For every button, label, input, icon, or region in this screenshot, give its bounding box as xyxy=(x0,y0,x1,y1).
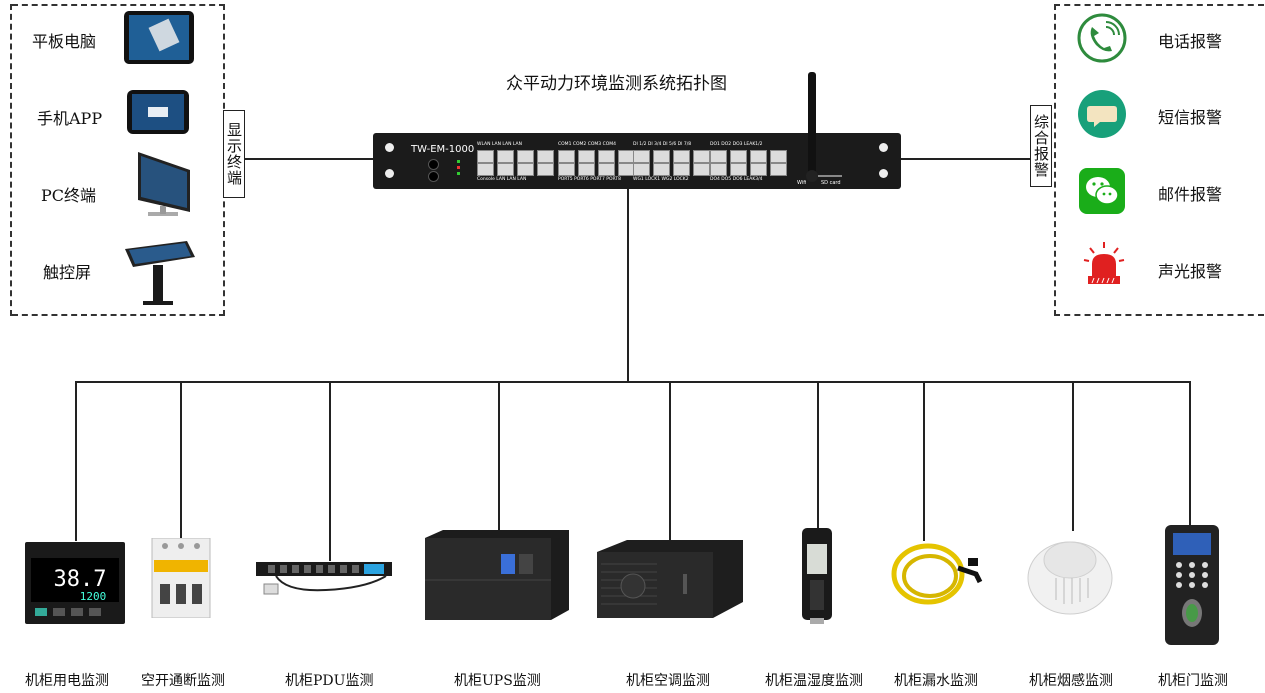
port-row xyxy=(633,163,710,176)
port-group-lan: WLAN LAN LAN LAN Console LAN LAN LAN xyxy=(477,142,554,182)
drop-line xyxy=(75,381,77,541)
alarm-label-email: 邮件报警 xyxy=(1158,185,1223,204)
terminal-label-touchscreen: 触控屏 xyxy=(43,263,92,282)
port-row xyxy=(710,150,787,163)
air-conditioner-icon xyxy=(597,540,743,618)
device-label-ac: 机柜空调监测 xyxy=(626,673,710,689)
display-terminal-label: 显示终端 xyxy=(225,122,243,186)
port-group-do: DO1 DO2 DO3 LEAK1/2 DO4 DO5 DO6 LEAK3/4 xyxy=(710,142,787,182)
drop-line xyxy=(923,381,925,541)
drop-line xyxy=(669,381,671,541)
sd-card-label: SD card xyxy=(821,180,841,186)
status-led xyxy=(457,160,460,163)
status-led xyxy=(457,172,460,175)
mount-hole xyxy=(879,143,888,152)
pdu-strip-icon xyxy=(256,558,392,598)
drop-line xyxy=(817,381,819,528)
terminal-label-tablet: 平板电脑 xyxy=(32,32,97,51)
port-row xyxy=(477,163,554,176)
port-group-bottom-label: WG1 LOCK1 WG2 LOCK2 xyxy=(633,177,689,182)
alarm-label-phone: 电话报警 xyxy=(1158,32,1223,51)
terminal-label-pc: PC终端 xyxy=(41,186,97,205)
mount-hole xyxy=(385,143,394,152)
mount-hole xyxy=(385,169,394,178)
port-group-com: COM1 COM2 COM3 COM4 PORT5 PORT6 PORT7 PO… xyxy=(558,142,635,182)
alarm-light-icon xyxy=(1080,240,1128,288)
drop-line xyxy=(329,381,331,561)
diagram-title: 众平动力环境监测系统拓扑图 xyxy=(506,74,727,94)
port-row xyxy=(558,163,635,176)
port-group-bottom-label: Console LAN LAN LAN xyxy=(477,177,527,182)
port-row xyxy=(477,150,554,163)
port-group-top-label: COM1 COM2 COM3 COM4 xyxy=(558,142,617,147)
sd-card-slot xyxy=(818,175,842,177)
port-group-bottom-label: PORT5 PORT6 PORT7 PORT8 xyxy=(558,177,621,182)
port-row xyxy=(633,150,710,163)
drop-line xyxy=(1189,381,1191,526)
drop-line xyxy=(498,381,500,531)
link-host-to-right xyxy=(901,158,1031,160)
port-group-di: DI 1/2 DI 3/4 DI 5/6 DI 7/8 WG1 LOCK1 WG… xyxy=(633,142,710,182)
circuit-breaker-icon xyxy=(150,537,212,619)
wifi-label: Wifi xyxy=(797,180,807,186)
port-group-top-label: WLAN LAN LAN LAN xyxy=(477,142,522,147)
drop-line xyxy=(1072,381,1074,531)
device-label-pdu: 机柜PDU监测 xyxy=(285,673,374,689)
alarm-label-sms: 短信报警 xyxy=(1158,108,1223,127)
host-to-bus-line xyxy=(627,189,629,382)
power-button xyxy=(428,159,439,170)
port-row xyxy=(558,150,635,163)
port-group-bottom-label: DO4 DO5 DO6 LEAK3/4 xyxy=(710,177,763,182)
alarm-group-label: 综合报警 xyxy=(1032,114,1050,178)
wechat-icon xyxy=(1079,168,1125,214)
device-label-breaker: 空开通断监测 xyxy=(141,673,225,689)
mount-hole xyxy=(879,169,888,178)
ups-icon xyxy=(419,530,569,620)
drop-line xyxy=(180,381,182,538)
pc-monitor-icon xyxy=(136,150,192,225)
port-group-top-label: DO1 DO2 DO3 LEAK1/2 xyxy=(710,142,763,147)
device-label-door: 机柜门监测 xyxy=(1158,673,1228,689)
sms-bubble-icon xyxy=(1077,89,1127,139)
leak-cable-icon xyxy=(888,538,984,612)
device-label-power: 机柜用电监测 xyxy=(25,673,109,689)
device-label-smoke: 机柜烟感监测 xyxy=(1029,673,1113,689)
display-terminal-label-box: 显示终端 xyxy=(223,110,245,198)
port-row xyxy=(710,163,787,176)
link-left-to-host xyxy=(245,158,374,160)
device-bus-line xyxy=(75,381,1190,383)
door-access-icon xyxy=(1163,525,1221,647)
wifi-antenna-icon xyxy=(806,72,818,184)
temp-humidity-sensor-icon xyxy=(800,528,834,624)
touch-kiosk-icon xyxy=(123,237,197,307)
alarm-group xyxy=(1054,4,1264,316)
device-label-leak: 机柜漏水监测 xyxy=(894,673,978,689)
device-label-temp-humidity: 机柜温湿度监测 xyxy=(765,673,863,689)
svg-text:1200: 1200 xyxy=(80,590,107,603)
smoke-detector-icon xyxy=(1026,530,1114,616)
host-model-label: TW-EM-1000 xyxy=(411,144,475,155)
reset-button xyxy=(428,171,439,182)
phone-call-icon xyxy=(1076,13,1128,63)
tablet-icon xyxy=(123,10,195,65)
terminal-label-phone-app: 手机APP xyxy=(37,109,103,128)
alarm-label-box: 综合报警 xyxy=(1030,105,1052,187)
device-label-ups: 机柜UPS监测 xyxy=(454,673,541,689)
host-device: TW-EM-1000 WLAN LAN LAN LAN Console LAN … xyxy=(373,133,901,189)
phone-icon xyxy=(126,89,190,135)
status-led xyxy=(457,166,460,169)
svg-text:38.7: 38.7 xyxy=(54,567,107,592)
port-group-top-label: DI 1/2 DI 3/4 DI 5/6 DI 7/8 xyxy=(633,142,692,147)
alarm-label-sound-light: 声光报警 xyxy=(1158,262,1223,281)
